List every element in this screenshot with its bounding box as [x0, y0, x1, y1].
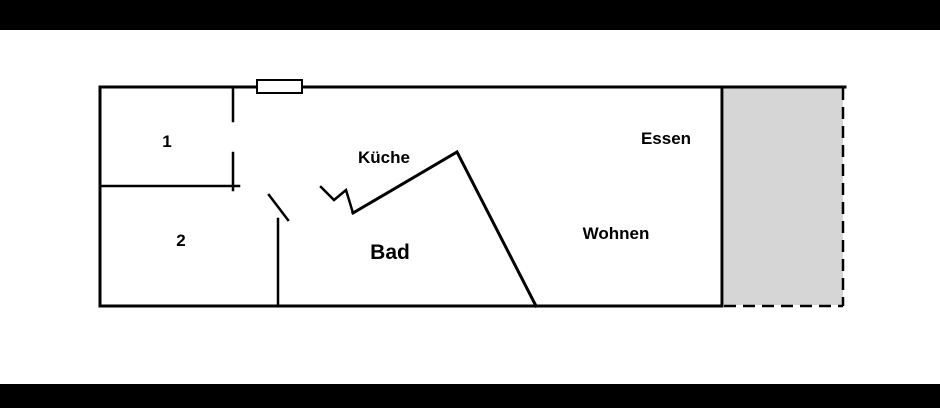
top-black-bar: [0, 0, 940, 30]
label-wohnen: Wohnen: [583, 224, 650, 243]
label-bad: Bad: [370, 241, 410, 264]
bad-entry-zigzag: [319, 185, 355, 215]
label-room-1: 1: [162, 132, 171, 151]
label-essen: Essen: [641, 129, 691, 148]
kueche-bad-diagonal-walls: [350, 149, 539, 309]
bottom-black-bar: [0, 384, 940, 408]
label-kueche: Küche: [358, 148, 410, 167]
balcony-dashed-border: [724, 88, 845, 308]
walls-group: [98, 79, 847, 309]
room1-divider-wall: [98, 85, 241, 192]
label-room-2: 2: [176, 231, 185, 250]
door-swing-line: [267, 193, 290, 222]
outer-walls: [98, 85, 847, 308]
window-symbol: [256, 79, 303, 94]
balcony-area: [724, 88, 843, 305]
